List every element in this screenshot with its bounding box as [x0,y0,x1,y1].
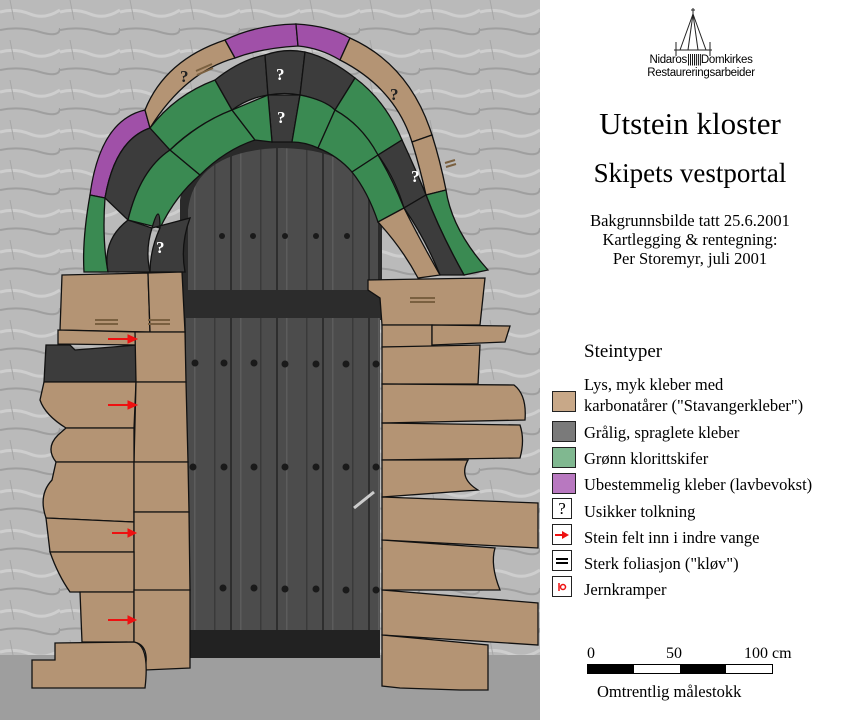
scale-tick-50: 50 [666,645,682,662]
scale-tick-0: 0 [587,645,595,662]
page-title: Utstein kloster [599,106,781,141]
credits: Bakgrunnsbilde tatt 25.6.2001 Kartleggin… [540,211,840,268]
cathedral-spire-icon [674,8,712,56]
svg-text:?: ? [156,238,165,257]
arch-inner-ring [127,94,442,279]
scale-tick-100: 100 cm [744,645,792,662]
arch-outer-ring [82,23,490,276]
foliation-marks [195,63,457,168]
logo-text-domkirkes: Domkirkes [700,54,753,66]
right-jamb [367,277,539,691]
legend-panel: Nidaros|||||||Domkirkes Restaureringsarb… [540,0,850,720]
page-subtitle: Skipets vestportal [593,158,787,188]
door-studs [189,233,380,594]
credit-author: Per Storemyr, juli 2001 [612,249,768,268]
scale-bar: 0 50 100 cm Omtrentlig målestokk [587,645,792,705]
swatch-purple [552,473,576,494]
wooden-door [184,318,380,658]
swatch-tan [552,391,576,412]
svg-text:?: ? [390,85,399,104]
legend-title: Steintyper [584,341,663,362]
nidaros-logo: Nidaros|||||||Domkirkes Restaureringsarb… [636,4,766,84]
scale-bar-graphic [587,664,773,674]
svg-text:?: ? [180,67,189,86]
question-mark-icon: ? [552,498,572,519]
svg-text:?: ? [277,108,286,127]
swatch-green [552,447,576,468]
double-line-icon [552,550,572,571]
iron-cramp-icon [552,576,572,597]
left-foliation [95,319,170,325]
credit-mapping: Kartlegging & rentegning: [602,230,778,249]
scale-caption: Omtrentlig målestokk [597,682,742,701]
logo-text-nidaros: Nidaros [649,54,687,66]
logo-text-restaurering: Restaureringsarbeider [647,67,755,79]
credit-photo-date: Bakgrunnsbilde tatt 25.6.2001 [590,211,790,230]
svg-text:?: ? [411,167,420,186]
portal-photo-drawing: ? ? ? ? ? ? ? [0,0,540,720]
red-arrows [108,334,139,625]
arch-middle-ring [104,49,466,276]
svg-text:?: ? [276,65,285,84]
red-arrow-icon [552,524,572,545]
door-handle [353,490,375,510]
left-jamb [31,271,191,689]
swatch-gray [552,421,576,442]
